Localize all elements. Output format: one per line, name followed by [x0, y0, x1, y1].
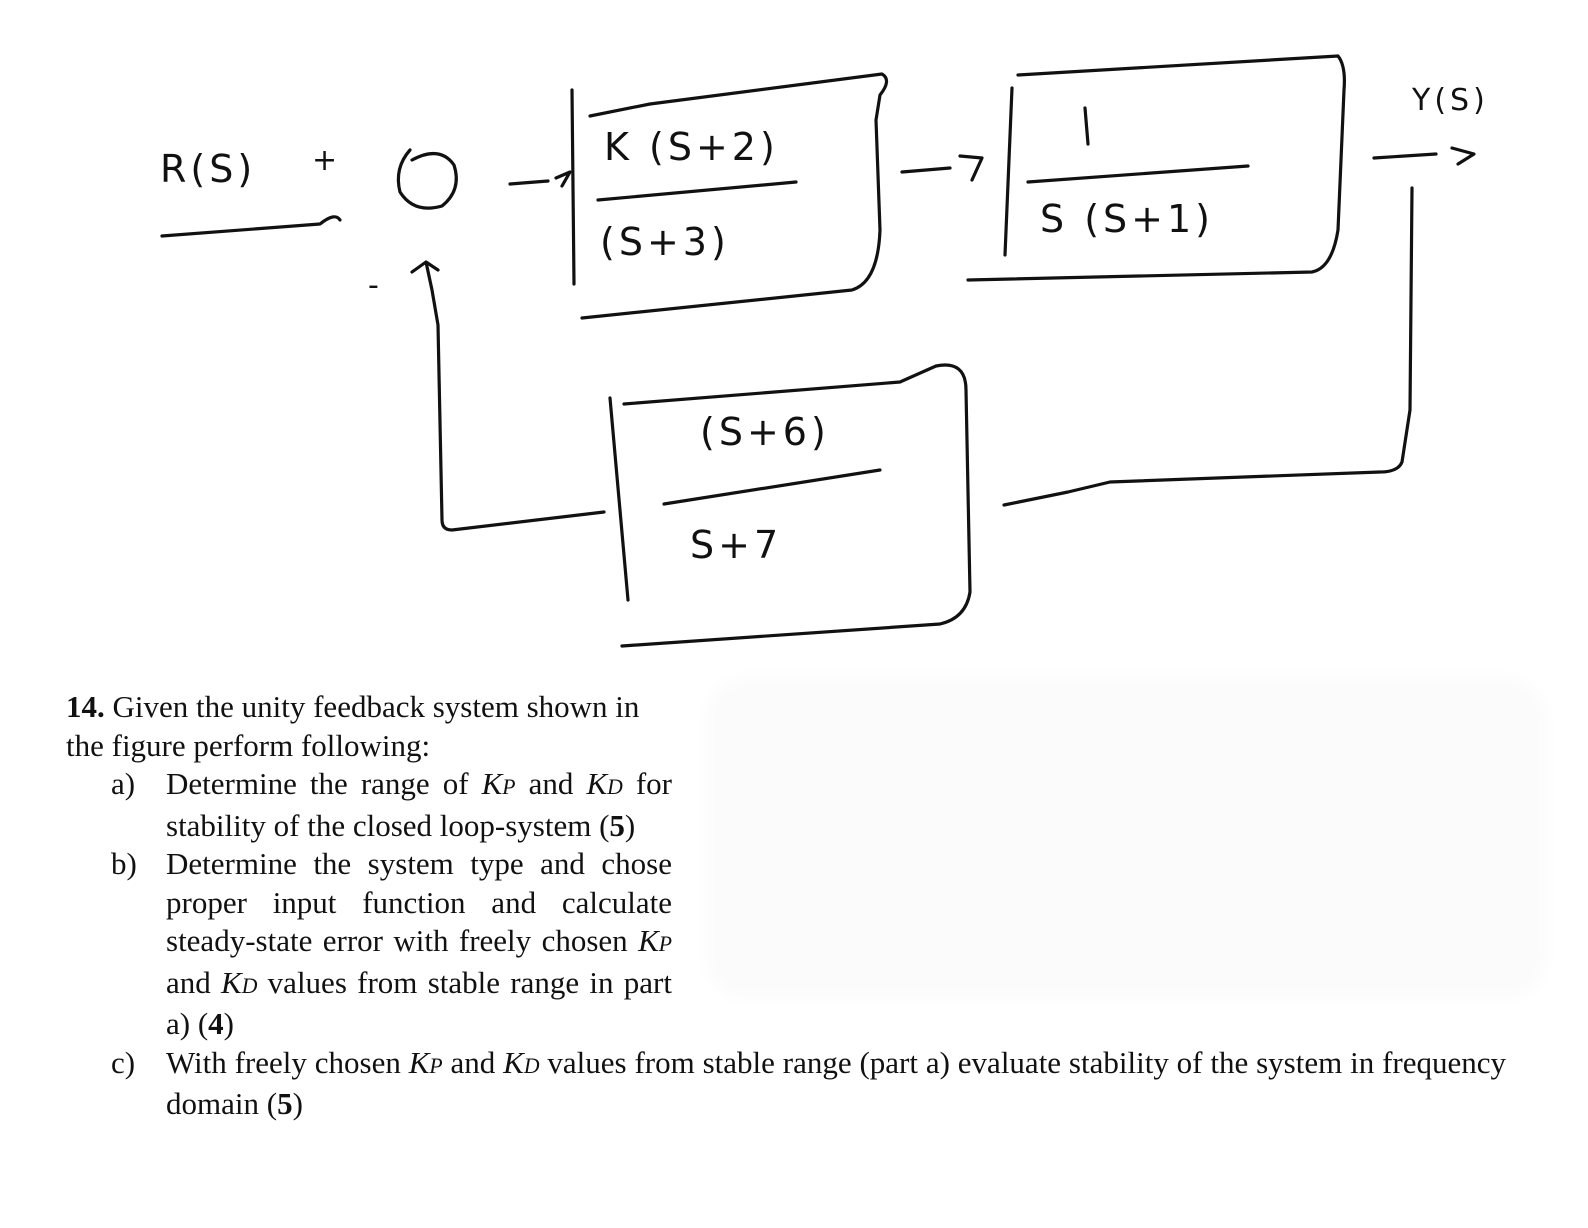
part-b: b) Determine the system type and chose p…	[66, 845, 1526, 1044]
summing-junction	[396, 148, 458, 210]
part-a: a) Determine the range of KP and KD for …	[66, 765, 1526, 845]
problem-intro: 14. Given the unity feedback system show…	[66, 688, 672, 765]
part-b-label: b)	[111, 846, 137, 881]
output-arrow	[1372, 146, 1476, 166]
part-b-text: Determine the system type and chose prop…	[166, 846, 672, 1042]
part-c-text-1: With freely chosen	[166, 1044, 409, 1080]
input-arrow	[160, 215, 342, 238]
kd-subscript: D	[607, 775, 623, 799]
part-c-text-3: values from stable range (part a) evalua…	[166, 1044, 1507, 1122]
arrow-to-block-1	[508, 170, 572, 188]
part-a-label: a)	[111, 766, 136, 801]
kd-subscript: D	[241, 973, 258, 998]
kp-symbol: K	[638, 923, 659, 958]
part-b-points: 4	[208, 1006, 224, 1041]
problem-statement: 14. Given the unity feedback system show…	[66, 688, 1526, 1124]
part-a-points: 5	[609, 807, 625, 843]
part-a-text-2: and	[515, 766, 587, 801]
summing-plus-sign: +	[312, 143, 341, 178]
part-c-text-2: and	[442, 1044, 504, 1080]
feedback-block-denominator: S+7	[690, 523, 782, 567]
feedback-block	[608, 363, 972, 648]
part-c: c) With freely chosen KP and KD values f…	[66, 1044, 1526, 1124]
part-a-text-3: for stability of the closed loop-system	[166, 766, 673, 843]
kp-symbol: K	[481, 766, 503, 801]
part-b-text-2: and	[166, 964, 222, 1000]
problem-number: 14.	[66, 689, 105, 724]
input-label-r-s: R(S)	[160, 147, 256, 191]
kd-subscript: D	[523, 1053, 540, 1078]
part-a-text-1: Determine the range of	[166, 766, 482, 801]
part-a-text: Determine the range of KP and KD for sta…	[166, 766, 673, 843]
erased-area	[716, 688, 1536, 988]
forward-block-2	[966, 54, 1346, 282]
summing-minus-sign: -	[368, 268, 383, 303]
feedback-block-numerator: (S+6)	[700, 410, 830, 454]
block-1-numerator: K (S+2)	[604, 125, 779, 169]
kd-symbol: K	[586, 766, 608, 801]
kp-subscript: P	[429, 1053, 443, 1078]
problem-intro-text: Given the unity feedback system shown in…	[66, 689, 640, 763]
output-label-y-s: Y(S)	[1411, 83, 1489, 118]
part-c-label: c)	[111, 1044, 136, 1080]
part-b-text-1: Determine the system type and chose prop…	[166, 846, 672, 958]
kp-subscript: P	[658, 932, 672, 956]
feedback-path-left	[410, 260, 606, 532]
block-2-denominator: S (S+1)	[1040, 197, 1214, 241]
kp-symbol: K	[408, 1044, 430, 1080]
forward-block-1	[570, 72, 889, 320]
kd-symbol: K	[221, 964, 242, 1000]
kd-symbol: K	[503, 1044, 524, 1080]
part-c-points: 5	[277, 1086, 293, 1121]
kp-subscript: P	[502, 775, 516, 799]
arrow-to-block-2	[900, 154, 984, 182]
part-b-text-3: values from stable range in part a)	[166, 964, 672, 1042]
block-diagram: R(S) + - K (S+2) (S+3) 1 S (S+1) Y(S) (S…	[160, 54, 1489, 648]
part-c-text: With freely chosen KP and KD values from…	[166, 1044, 1507, 1122]
block-1-denominator: (S+3)	[600, 220, 730, 264]
block-2-numerator-stroke	[1083, 106, 1090, 146]
feedback-path-right	[1002, 186, 1414, 507]
